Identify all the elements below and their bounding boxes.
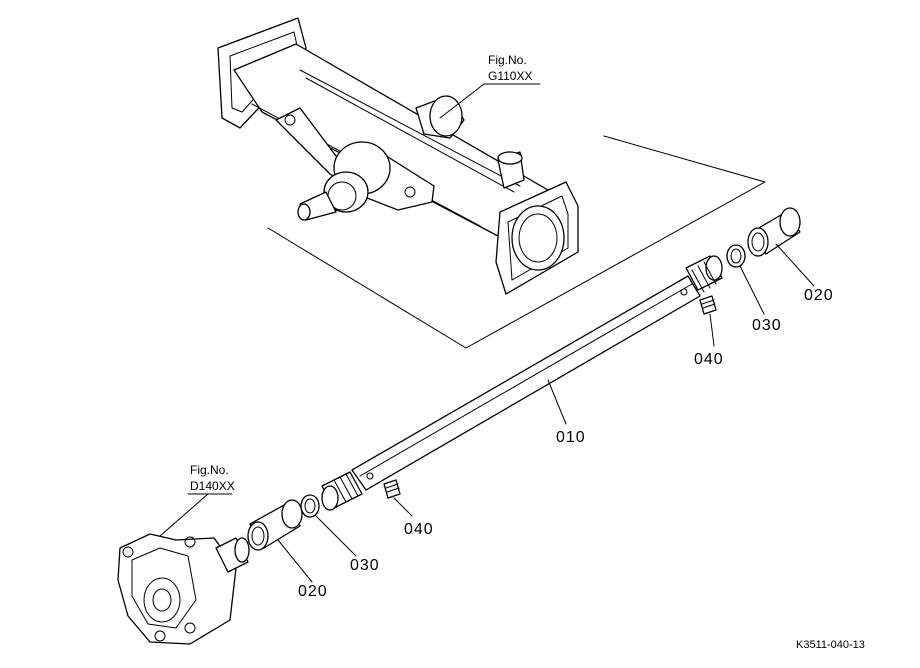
reference-plane bbox=[267, 135, 766, 349]
fig-ref-lower-line1: Fig.No. bbox=[190, 463, 229, 477]
leader-020-upper bbox=[775, 243, 815, 287]
leader-010 bbox=[547, 379, 567, 425]
document-id: K3511-040-13 bbox=[796, 639, 865, 651]
callout-020-upper: 020 bbox=[804, 287, 834, 304]
callout-010: 010 bbox=[556, 429, 586, 446]
leader-040-upper bbox=[709, 313, 715, 347]
fig-ref-lower-line2: D140XX bbox=[190, 479, 235, 493]
ring-lower bbox=[300, 494, 320, 518]
transmission-housing bbox=[117, 533, 250, 645]
nipple-lower bbox=[383, 479, 401, 499]
bushing-upper bbox=[747, 207, 801, 257]
callout-040-lower: 040 bbox=[404, 521, 434, 538]
propeller-shaft bbox=[321, 255, 723, 511]
axle-housing bbox=[217, 17, 579, 295]
leader-fig-upper bbox=[439, 83, 541, 119]
fig-ref-upper-line2: G110XX bbox=[488, 69, 532, 83]
ring-upper bbox=[726, 244, 746, 268]
leader-030-upper bbox=[739, 265, 765, 315]
leader-lines bbox=[159, 83, 815, 583]
bushing-lower bbox=[247, 499, 303, 551]
nipple-upper bbox=[699, 295, 717, 315]
leader-040-lower bbox=[393, 497, 413, 517]
leader-fig-lower bbox=[159, 493, 233, 537]
fig-ref-upper-line1: Fig.No. bbox=[488, 53, 527, 67]
callout-020-lower: 020 bbox=[298, 583, 328, 600]
callout-030-upper: 030 bbox=[752, 317, 782, 334]
leader-020-lower bbox=[277, 539, 313, 583]
leader-030-lower bbox=[315, 515, 357, 557]
callout-040-upper: 040 bbox=[694, 351, 724, 368]
callout-030-lower: 030 bbox=[350, 557, 380, 574]
